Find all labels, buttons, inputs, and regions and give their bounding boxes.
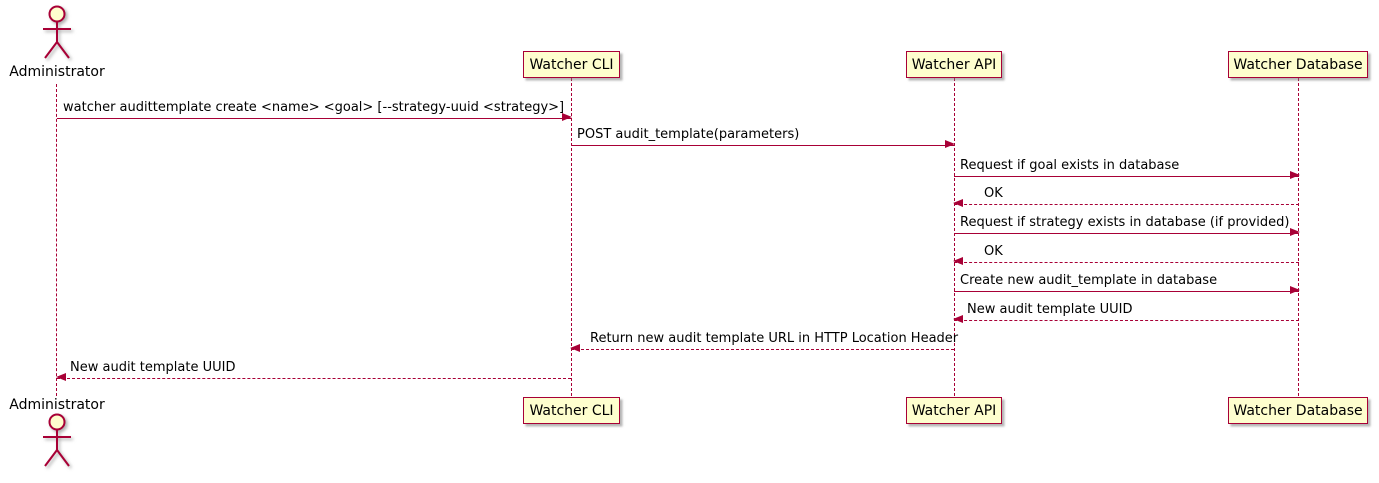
participant-box-watcher-cli-top: Watcher CLI [523, 51, 620, 78]
message-label: Request if strategy exists in database (… [960, 215, 1290, 230]
participant-box-watcher-api-top: Watcher API [906, 51, 1002, 78]
message-label: POST audit_template(parameters) [577, 127, 800, 142]
message-label: Return new audit template URL in HTTP Lo… [590, 331, 959, 346]
message-label: New audit template UUID [967, 302, 1133, 317]
participant-box-watcher-api-bottom: Watcher API [906, 397, 1002, 424]
message-return-arrow [953, 199, 1299, 207]
lifeline-watcher-cli [571, 78, 572, 396]
message-arrow [57, 113, 572, 121]
participant-box-watcher-cli-bottom: Watcher CLI [523, 397, 620, 424]
lifeline-watcher-api [954, 78, 955, 396]
message-arrow [954, 171, 1300, 179]
administrator-label-top: Administrator [9, 64, 105, 80]
participant-box-watcher-database-top: Watcher Database [1228, 51, 1368, 78]
message-label: watcher audittemplate create <name> <goa… [63, 100, 565, 115]
message-label: OK [984, 186, 1003, 201]
lifeline-administrator [56, 84, 57, 396]
administrator-actor-icon [43, 413, 71, 467]
message-arrow [954, 286, 1300, 294]
message-return-arrow [56, 373, 571, 381]
message-arrow [954, 228, 1300, 236]
message-label: Create new audit_template in database [960, 273, 1218, 288]
administrator-actor-icon [43, 5, 71, 59]
message-return-arrow [953, 315, 1299, 323]
message-label: Request if goal exists in database [960, 158, 1180, 173]
lifeline-watcher-database [1298, 78, 1299, 396]
message-label: OK [984, 244, 1003, 259]
message-return-arrow [570, 344, 954, 352]
message-return-arrow [953, 257, 1299, 265]
message-label: New audit template UUID [70, 360, 236, 375]
administrator-label-bottom: Administrator [9, 397, 105, 413]
message-arrow [571, 140, 955, 148]
participant-box-watcher-database-bottom: Watcher Database [1228, 397, 1368, 424]
